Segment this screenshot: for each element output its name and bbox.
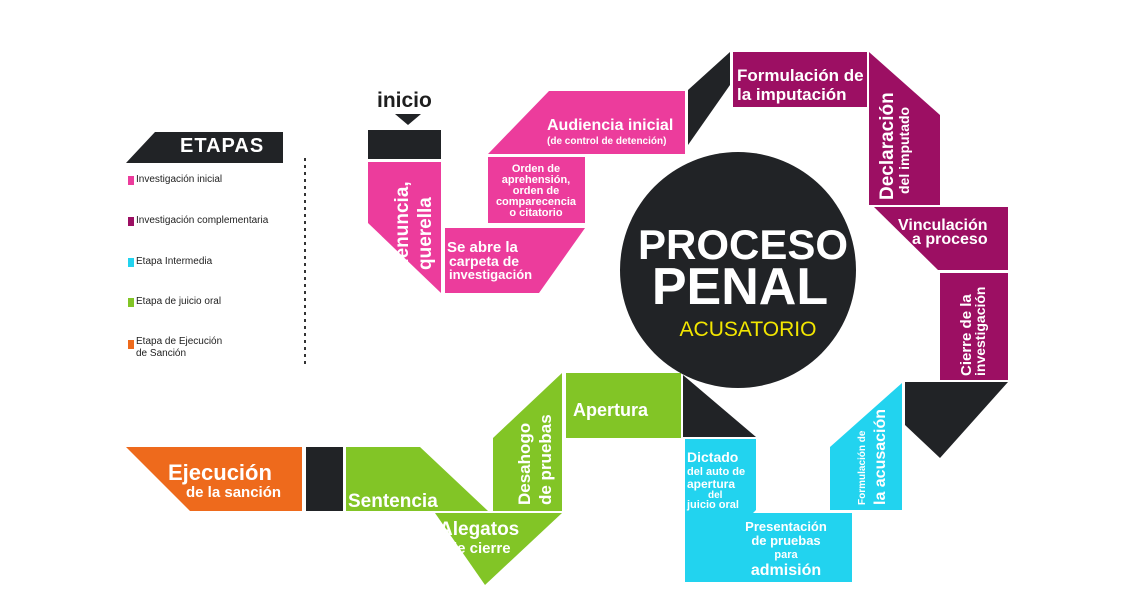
step-presentacion-line3: para <box>774 549 798 561</box>
step-desahogo-line2: de pruebas <box>536 414 555 505</box>
step-orden-line3: orden de <box>513 185 559 197</box>
step-presentacion-line2: de pruebas <box>751 533 820 548</box>
step-denuncia-line2: querella <box>415 197 436 270</box>
step-declaracion: Declaración del imputado <box>869 52 940 205</box>
dark-block-2 <box>905 382 1008 458</box>
step-apertura-line1: Apertura <box>573 400 649 420</box>
dark-block-3 <box>683 375 756 437</box>
step-declaracion-line1: Declaración <box>877 92 898 200</box>
step-presentacion-line1: Presentación <box>745 519 827 534</box>
legend-swatch-juicio-oral <box>128 298 134 307</box>
step-denuncia: denuncia, querella <box>368 162 441 293</box>
step-dictado-line2: del auto de <box>687 466 745 478</box>
legend-title: ETAPAS <box>180 135 265 157</box>
step-ejecucion-line1: Ejecución <box>168 460 272 485</box>
step-alegatos-line1: Alegatos <box>439 519 519 540</box>
step-denuncia-line1: denuncia, <box>392 181 413 270</box>
legend-swatch-investigacion-inicial <box>128 176 134 185</box>
step-carpeta-line3: investigación <box>449 267 532 282</box>
step-declaracion-line2: del imputado <box>896 107 912 194</box>
start-label: inicio <box>377 89 432 112</box>
start-arrow-icon <box>395 114 421 125</box>
dark-block-1 <box>688 52 730 145</box>
step-carpeta-line1: Se abre la <box>447 239 519 256</box>
step-orden-line4: comparecencia <box>496 196 577 208</box>
step-formulacion-acusacion: Formulación de la acusación <box>830 383 902 510</box>
legend-item-ejecucion-line2: de Sanción <box>136 348 187 359</box>
step-formulacion-line2: la imputación <box>737 85 847 104</box>
step-dictado-line5: juicio oral <box>686 499 739 511</box>
step-vinculacion: Vinculación a proceso <box>874 207 1008 270</box>
center-title-line2: PENAL <box>652 258 828 316</box>
step-ejecucion: Ejecución de la sanción <box>126 447 302 511</box>
start-dark-block <box>368 130 441 159</box>
step-dictado-line1: Dictado <box>687 449 738 465</box>
step-desahogo-line1: Desahogo <box>515 423 534 505</box>
center-title-line1: PROCESO <box>638 221 848 268</box>
step-sentencia: Sentencia <box>346 447 488 512</box>
center-circle <box>620 152 856 388</box>
legend-swatch-investigacion-complementaria <box>128 217 134 226</box>
step-cierre-line1: Cierre de la <box>958 294 975 376</box>
legend-item-etapa-intermedia: Etapa Intermedia <box>136 256 213 267</box>
step-dictado-line4: del <box>708 490 723 501</box>
step-vinculacion-line2: a proceso <box>912 231 988 248</box>
step-carpeta-line2: carpeta de <box>449 253 519 269</box>
step-desahogo: Desahogo de pruebas <box>493 373 562 511</box>
legend-item-investigacion-complementaria: Investigación complementaria <box>136 215 269 226</box>
step-audiencia-line1: Audiencia inicial <box>547 117 673 134</box>
step-apertura: Apertura <box>566 373 681 438</box>
legend-item-ejecucion-line1: Etapa de Ejecución <box>136 336 223 347</box>
step-alegatos: Alegatos de cierre <box>435 513 562 585</box>
dark-block-4 <box>306 447 343 511</box>
step-dictado: Dictado del auto de apertura del juicio … <box>685 439 756 582</box>
legend-swatch-etapa-intermedia <box>128 258 134 267</box>
step-acusacion-line1: Formulación de <box>857 430 868 505</box>
step-cierre-line2: investigación <box>972 287 988 376</box>
step-orden-line1: Orden de <box>512 163 560 175</box>
step-sentencia-line1: Sentencia <box>348 491 438 512</box>
step-alegatos-line2: de cierre <box>448 540 511 557</box>
center-subtitle: ACUSATORIO <box>680 318 817 341</box>
step-vinculacion-line1: Vinculación <box>898 217 988 234</box>
center-title: PROCESO PENAL ACUSATORIO <box>620 152 856 388</box>
step-orden: Orden de aprehensión, orden de comparece… <box>488 157 585 223</box>
step-cierre: Cierre de la investigación <box>940 273 1008 380</box>
legend-item-juicio-oral: Etapa de juicio oral <box>136 296 222 307</box>
step-acusacion-line2: la acusación <box>872 409 889 505</box>
legend-header-shape <box>126 132 283 163</box>
step-audiencia-line2: (de control de detención) <box>547 136 666 147</box>
step-ejecucion-line2: de la sanción <box>186 484 281 501</box>
step-orden-line2: aprehensión, <box>502 174 570 186</box>
step-carpeta: Se abre la carpeta de investigación <box>445 228 585 293</box>
legend-item-investigacion-inicial: Investigación inicial <box>136 174 223 185</box>
step-formulacion-line1: Formulación de <box>737 66 864 85</box>
legend-swatch-ejecucion <box>128 340 134 349</box>
step-dictado-line3: apertura <box>687 477 735 491</box>
step-formulacion-imputacion: Formulación de la imputación <box>733 52 867 107</box>
step-orden-line5: o citatorio <box>509 207 562 219</box>
step-audiencia: Audiencia inicial (de control de detenci… <box>488 91 685 154</box>
step-presentacion-line4: admisión <box>751 562 821 579</box>
